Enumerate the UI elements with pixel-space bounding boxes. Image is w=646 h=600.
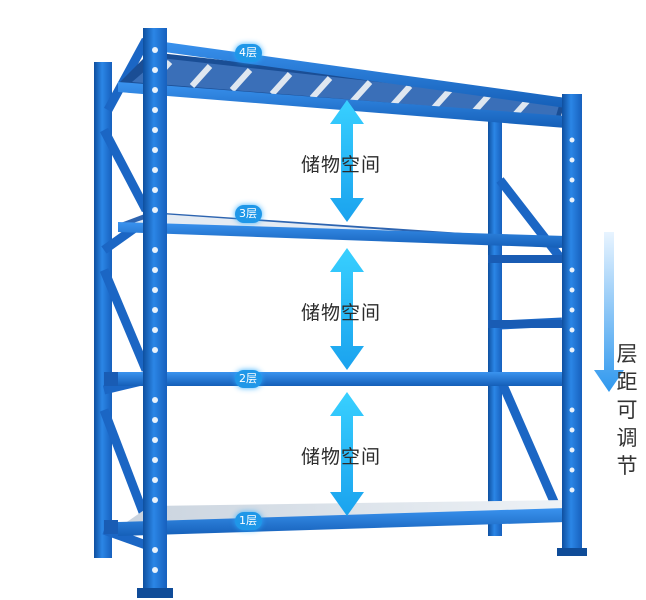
storage-space-label-upper: 储物空间	[301, 154, 382, 176]
tier-badge-2: 2层	[235, 370, 262, 388]
adjustable-down-arrow-icon	[594, 232, 624, 392]
storage-arrow-middle	[330, 248, 364, 370]
storage-arrow-upper	[330, 100, 364, 222]
side-note-text: 层距可调节	[616, 342, 638, 478]
tier-badge-3: 3层	[235, 205, 262, 223]
storage-arrow-lower	[330, 392, 364, 516]
back-beams	[104, 255, 562, 534]
front-right-post	[557, 94, 587, 556]
adjustable-spacing-note: 层距可调节	[614, 340, 640, 480]
left-side-bracing	[99, 37, 151, 550]
storage-space-label-lower: 储物空间	[301, 446, 382, 468]
front-left-post	[137, 28, 173, 598]
tier-badge-4: 4层	[235, 44, 262, 62]
back-left-post	[94, 62, 112, 558]
tier-badge-1: 1层	[235, 512, 262, 530]
storage-space-label-middle: 储物空间	[301, 302, 382, 324]
right-side-bracing	[495, 177, 567, 522]
